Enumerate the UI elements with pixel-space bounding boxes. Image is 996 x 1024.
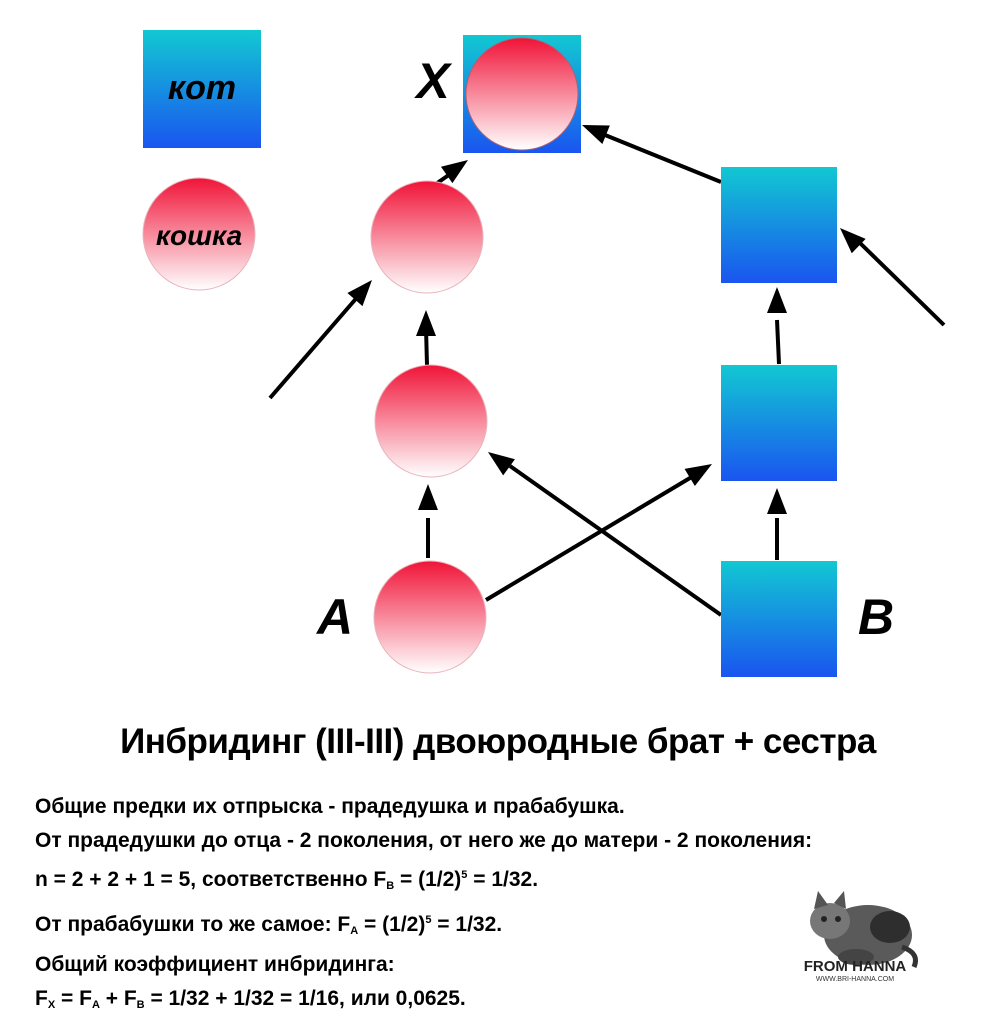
legend-female-circle xyxy=(142,177,256,291)
legend-male-label: кот xyxy=(168,69,236,107)
explanation-line-6: FX = FA + FB = 1/32 + 1/32 = 1/16, или 0… xyxy=(35,982,975,1022)
explanation-line-1: Общие предки их отпрыска - прадедушка и … xyxy=(35,795,625,818)
line4-pre: От прабабушки то же самое: F xyxy=(35,913,351,936)
arrow-ext-to-father xyxy=(858,241,946,327)
arrowhead-a-to-mgm xyxy=(418,484,438,510)
maternal-grandmother-circle xyxy=(374,364,488,478)
line3-mid: = (1/2) xyxy=(394,868,462,891)
ancestor-b-square xyxy=(721,561,837,677)
page-title: Инбридинг (III-III) двоюродные брат + се… xyxy=(120,722,876,761)
mother-circle xyxy=(370,180,484,294)
pedigree-diagram: кот кошка X A B xyxy=(142,30,946,677)
arrowhead-mother-to-x xyxy=(440,160,468,184)
cat-logo-icon xyxy=(810,891,918,968)
arrowhead-mgm-to-mother xyxy=(416,310,436,336)
ancestor-a-label: A xyxy=(315,589,353,645)
arrowheads xyxy=(347,125,866,514)
explanation-line-3: n = 2 + 2 + 1 = 5, соответственно FB = (… xyxy=(35,858,975,903)
father-square xyxy=(721,167,837,283)
arrowhead-ext-to-father xyxy=(840,228,866,254)
legend-male-square xyxy=(143,30,261,148)
line4-sup: 5 xyxy=(425,914,432,926)
line6-eq1: = F xyxy=(55,987,92,1010)
line4-mid: = (1/2) xyxy=(358,913,426,936)
arrow-a-to-fgf xyxy=(484,473,697,602)
logo-name: FROM HANNA xyxy=(803,958,907,975)
arrowhead-b-to-mgm xyxy=(488,452,515,476)
offspring-x-circle xyxy=(465,37,579,151)
line6-plus: + F xyxy=(99,987,137,1010)
arrowhead-father-to-x xyxy=(582,125,610,145)
logo-url: WWW.BRI-HANNA.COM xyxy=(815,976,895,983)
paternal-grandfather-square xyxy=(721,365,837,481)
legend-female-label: кошка xyxy=(156,220,242,251)
arrow-ext-to-mother-gm xyxy=(268,292,362,400)
arrow-father-to-x xyxy=(604,133,722,184)
arrow-fgf-to-father xyxy=(775,319,781,365)
arrowhead-ext-to-mother-gm xyxy=(347,280,372,307)
arrows xyxy=(268,133,946,617)
line6-sub3: B xyxy=(136,999,145,1011)
arrowhead-a-to-fgf xyxy=(684,464,712,486)
line3-sub: B xyxy=(386,880,395,892)
line3-sup: 5 xyxy=(461,869,468,881)
line4-post: = 1/32. xyxy=(431,913,503,936)
ancestor-b-label: B xyxy=(858,589,894,645)
arrowhead-fgf-to-father xyxy=(767,287,787,313)
offspring-x-label: X xyxy=(413,53,452,109)
explanation-line-5: Общий коэффициент инбридинга: xyxy=(35,953,395,976)
arrowhead-b-to-fgf xyxy=(767,488,787,514)
explanation-text: Общие предки их отпрыска - прадедушка и … xyxy=(35,790,975,1022)
explanation-line-4: От прабабушки то же самое: FA = (1/2)5 =… xyxy=(35,903,975,948)
arrow-b-to-mgm xyxy=(508,464,723,617)
line6-f1: F xyxy=(35,987,48,1010)
line6-post: = 1/32 + 1/32 = 1/16, или 0,0625. xyxy=(144,987,466,1010)
line6-sub1: X xyxy=(47,999,56,1011)
line6-sub2: A xyxy=(91,999,100,1011)
line3-post: = 1/32. xyxy=(467,868,539,891)
ancestor-a-circle xyxy=(373,560,487,674)
line4-sub: A xyxy=(350,925,359,937)
line3-pre: n = 2 + 2 + 1 = 5, соответственно F xyxy=(35,868,387,891)
explanation-line-2: От прадедушки до отца - 2 поколения, от … xyxy=(35,829,813,852)
